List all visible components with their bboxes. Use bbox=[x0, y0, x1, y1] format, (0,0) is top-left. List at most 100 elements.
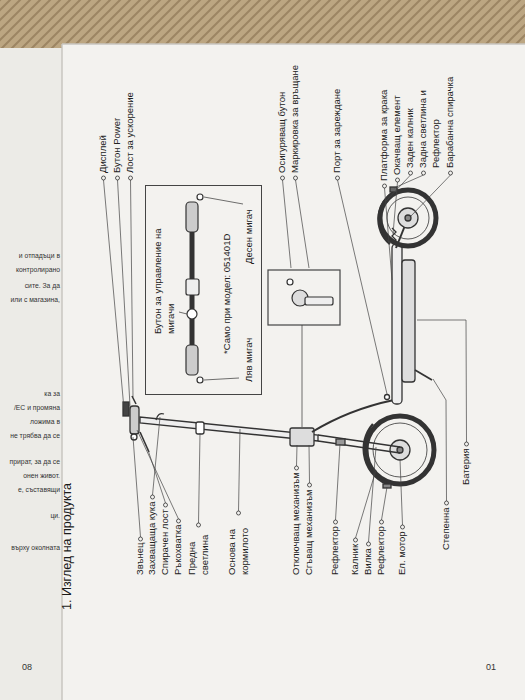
leader-line bbox=[369, 447, 377, 542]
sheet-edge bbox=[62, 43, 525, 45]
text-fragment: контролирано bbox=[16, 266, 60, 274]
leader-dot bbox=[139, 537, 143, 541]
drawing-part bbox=[204, 197, 243, 204]
leader-line bbox=[283, 180, 292, 268]
drawing-part bbox=[186, 345, 198, 375]
part-label: Платформа за крака bbox=[378, 90, 391, 181]
leader-line bbox=[137, 430, 179, 519]
part-label: Маркировка за връщане bbox=[289, 65, 302, 173]
page-number: 01 bbox=[486, 662, 496, 673]
text-fragment: прират, за да се bbox=[10, 458, 60, 466]
drawing-part bbox=[140, 432, 149, 452]
leader-line bbox=[309, 445, 311, 483]
part-label: Звънец bbox=[134, 543, 147, 575]
part-label: Рефлектор bbox=[329, 526, 342, 575]
part-label: Ел. мотор bbox=[396, 531, 409, 575]
drawing-part bbox=[132, 396, 136, 404]
drawing-part bbox=[402, 260, 415, 382]
part-label: Рефлектор bbox=[375, 526, 388, 575]
leader-dot bbox=[465, 442, 469, 446]
leader-line bbox=[104, 180, 125, 409]
page-number: 08 bbox=[22, 662, 32, 673]
leader-lines bbox=[102, 171, 469, 546]
part-label: Бутон Power bbox=[111, 118, 124, 173]
text-fragment: /ЕС и промяна bbox=[14, 404, 60, 412]
leader-dot bbox=[354, 538, 358, 542]
part-label: Предна светлина bbox=[186, 529, 211, 575]
part-label: Спирачен лост bbox=[159, 509, 172, 575]
leader-dot bbox=[102, 176, 106, 180]
part-label: Основа на кормилото bbox=[226, 517, 251, 575]
leader-line bbox=[417, 320, 467, 442]
drawing-part bbox=[390, 187, 397, 192]
handlebar-closeup bbox=[179, 194, 243, 383]
leader-dot bbox=[401, 525, 405, 529]
text-fragment: е, съставящи bbox=[18, 486, 60, 494]
leader-line bbox=[133, 437, 141, 537]
leader-dot bbox=[164, 503, 168, 507]
leader-line bbox=[336, 444, 341, 520]
leader-dot bbox=[116, 176, 120, 180]
leader-line bbox=[296, 445, 298, 466]
drawing-part bbox=[187, 309, 197, 319]
part-label: Порт за зареждане bbox=[331, 89, 344, 173]
part-label: Дисплей bbox=[97, 135, 110, 173]
drawing-part bbox=[392, 244, 402, 404]
drawing-part bbox=[204, 378, 239, 380]
part-label: Батерия bbox=[460, 448, 473, 485]
leader-dot bbox=[129, 176, 133, 180]
leader-line bbox=[400, 459, 403, 525]
leader-dot bbox=[197, 523, 201, 527]
leader-dot bbox=[396, 178, 400, 182]
leader-dot bbox=[380, 520, 384, 524]
leader-dot bbox=[334, 520, 338, 524]
inset-label: Ляв мигач bbox=[243, 338, 256, 382]
leader-dot bbox=[409, 171, 413, 175]
leader-line bbox=[239, 429, 241, 511]
leader-dot bbox=[449, 171, 453, 175]
drawing-part bbox=[385, 395, 390, 400]
leader-dot bbox=[281, 176, 285, 180]
leader-dot bbox=[367, 542, 371, 546]
drawing-part bbox=[390, 440, 410, 460]
leader-dot bbox=[295, 466, 299, 470]
leader-line bbox=[148, 450, 166, 503]
leader-dot bbox=[445, 501, 449, 505]
leader-line bbox=[356, 470, 377, 538]
part-label: Степенна bbox=[440, 507, 453, 550]
drawing-part bbox=[131, 434, 137, 440]
text-fragment: и отпадъци в bbox=[19, 252, 60, 260]
drawing-part bbox=[130, 406, 139, 434]
leader-line bbox=[411, 175, 451, 216]
text-fragment: сите. За да bbox=[25, 282, 60, 290]
drawing-part bbox=[197, 377, 203, 383]
inset-heading: Бутон за управление на мигачи bbox=[152, 226, 177, 334]
main-sheet bbox=[62, 44, 525, 700]
leader-dot bbox=[151, 495, 155, 499]
part-label: Лост за ускорение bbox=[124, 92, 137, 173]
text-fragment: не трябва да се bbox=[10, 432, 60, 440]
leader-line bbox=[338, 180, 388, 394]
part-label: Калник bbox=[349, 544, 362, 575]
part-label: Вилка bbox=[362, 548, 375, 575]
part-label: Заден калник bbox=[404, 108, 417, 168]
leader-line bbox=[296, 180, 310, 268]
drawing-part bbox=[318, 435, 400, 453]
drawing-part bbox=[302, 325, 303, 427]
leader-dot bbox=[336, 176, 340, 180]
leader-dot bbox=[294, 176, 298, 180]
text-fragment: ка за bbox=[44, 390, 60, 398]
leader-line bbox=[386, 175, 411, 201]
leader-dot bbox=[177, 519, 181, 523]
drawing-part bbox=[196, 422, 204, 434]
drawing-part bbox=[364, 424, 390, 485]
part-label: Осигуряващ бутон bbox=[276, 92, 289, 173]
section-title: 1. Изглед на продукта bbox=[60, 483, 75, 610]
wicker-surface bbox=[0, 0, 525, 48]
part-label: Барабанна спирачка bbox=[444, 77, 457, 168]
inset-label: *Само при модел: 051401D bbox=[221, 234, 234, 354]
part-label: Окачващ елемент bbox=[391, 95, 404, 175]
leader-line bbox=[382, 487, 388, 520]
